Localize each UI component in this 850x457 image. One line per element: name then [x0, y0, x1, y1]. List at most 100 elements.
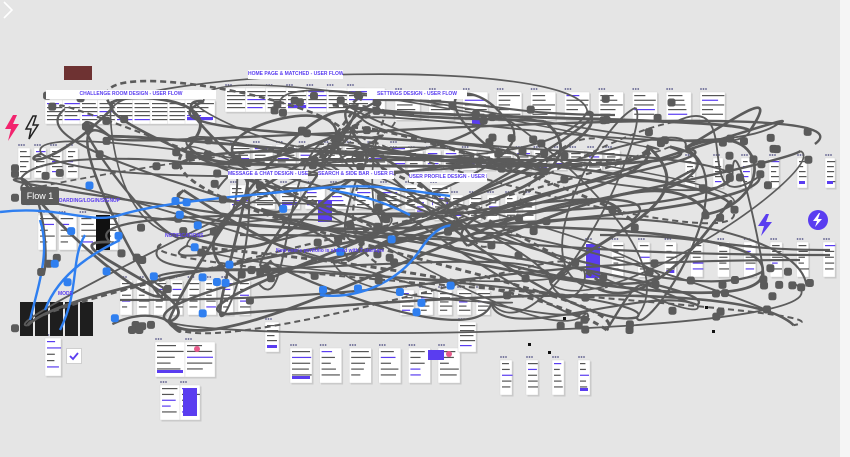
- screen-content-line: [323, 154, 335, 156]
- screen-content-line: [64, 103, 87, 105]
- frame-dot: [687, 154, 690, 156]
- frame-dot: [255, 141, 258, 143]
- connector-node: [797, 283, 806, 292]
- screen-content-line: [498, 95, 520, 97]
- frame-dot: [270, 318, 272, 320]
- connector-node: [243, 159, 252, 168]
- frame-dot: [306, 84, 309, 86]
- frame-dot: [640, 238, 643, 240]
- screen-frame: [349, 347, 372, 384]
- connector-node: [197, 248, 206, 257]
- connector-node: [372, 106, 381, 115]
- frame-dot: [569, 88, 572, 90]
- screen-content-line: [247, 95, 280, 97]
- connector-line: [203, 84, 660, 150]
- frame-dot: [456, 191, 458, 193]
- connector-line: [260, 207, 764, 295]
- lightning-bolt-icon: [758, 214, 772, 236]
- screen-content-line: [247, 103, 265, 105]
- connector-node: [720, 289, 729, 298]
- flow-node: [85, 181, 94, 190]
- connector-node: [783, 267, 792, 276]
- frame-dot: [125, 276, 127, 278]
- screen-content-line: [668, 109, 687, 111]
- screen-content-line: [532, 104, 555, 106]
- color-swatch[interactable]: [64, 66, 92, 80]
- screen-button: [292, 376, 310, 379]
- connector-node: [625, 320, 634, 329]
- connector-node: [521, 274, 530, 283]
- flow-node: [50, 259, 59, 268]
- screen-frame: [768, 157, 780, 189]
- label-notifications: NOTIFICATIONS: [165, 233, 204, 239]
- connector-node: [302, 129, 311, 138]
- connector-node: [138, 322, 147, 331]
- connector-node: [571, 258, 580, 267]
- screen-content-line: [227, 91, 260, 93]
- chevron-right-icon[interactable]: [0, 0, 16, 20]
- screen-content-line: [277, 161, 286, 163]
- screen-content-line: [397, 104, 413, 106]
- screen-content-line: [440, 297, 451, 299]
- frame-dot: [671, 88, 674, 90]
- frame-dot: [642, 238, 645, 240]
- connector-node: [507, 134, 516, 143]
- frame-dot: [326, 84, 329, 86]
- screen-content-line: [308, 91, 325, 93]
- frame-dot: [632, 88, 635, 90]
- screen-content-line: [502, 368, 510, 371]
- connector-node: [146, 320, 155, 329]
- screen-content-line: [409, 163, 418, 165]
- frame-dot: [326, 141, 329, 143]
- flow-badge[interactable]: Flow 1: [21, 187, 59, 205]
- screen-content-line: [634, 104, 654, 106]
- frame-dot: [453, 191, 456, 193]
- section-label-settings: SETTINGS DESIGN - USER FLOW: [367, 90, 467, 99]
- screen-content-line: [351, 374, 361, 376]
- screen-content-line: [117, 107, 136, 109]
- connector-node: [213, 169, 222, 178]
- screen-content-line: [300, 154, 311, 156]
- frame-dot: [464, 146, 467, 148]
- connector-node: [179, 227, 188, 236]
- frame-dot: [160, 381, 162, 383]
- connector-node: [756, 170, 765, 179]
- screen-content-line: [206, 283, 213, 285]
- screen-content-line: [507, 202, 513, 204]
- connector-line: [470, 137, 595, 248]
- connector-node: [581, 293, 590, 302]
- connector-node: [373, 222, 382, 231]
- screen-content-line: [639, 256, 650, 258]
- frame-dot: [637, 88, 640, 90]
- frame-dot: [331, 84, 334, 86]
- connector-node: [332, 134, 341, 143]
- check-icon[interactable]: [66, 348, 82, 364]
- frame-dot: [440, 344, 443, 346]
- frame-dot: [84, 211, 87, 213]
- screen-content-line: [589, 166, 600, 168]
- screen-content-line: [392, 148, 406, 150]
- frame-dot: [719, 238, 722, 240]
- connector-node: [730, 205, 739, 214]
- frame-dot: [311, 84, 314, 86]
- screen-frame: [632, 91, 658, 121]
- screen-frame: [551, 359, 565, 396]
- screen-content-line: [122, 294, 131, 296]
- connector-node: [651, 280, 660, 289]
- screen-content-line: [357, 192, 371, 194]
- connector-line: [179, 145, 683, 168]
- screen-content-line: [719, 268, 730, 270]
- screen-content-line: [745, 268, 755, 270]
- screen-content-line: [267, 340, 277, 342]
- screen-content-line: [40, 223, 55, 226]
- frame-dot: [324, 344, 327, 346]
- frame-dot: [329, 84, 332, 86]
- connector-node: [95, 150, 104, 159]
- flow-node: [63, 278, 72, 287]
- connector-node: [245, 296, 254, 305]
- screen-content-line: [410, 351, 425, 353]
- screen-content-line: [40, 235, 55, 237]
- connector-node: [209, 227, 218, 236]
